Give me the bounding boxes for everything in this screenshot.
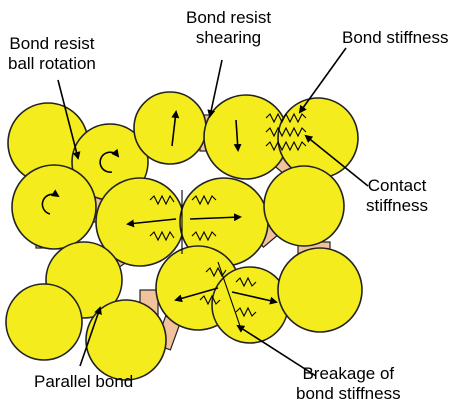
particle bbox=[203, 94, 289, 180]
zigzag-spring-icon bbox=[149, 194, 175, 206]
zigzag-spring-icon bbox=[265, 112, 307, 124]
particles bbox=[5, 91, 363, 381]
curved-arrow-icon bbox=[99, 148, 120, 173]
arrow-down-icon bbox=[233, 119, 242, 152]
motion-arrows bbox=[126, 110, 278, 305]
particle bbox=[277, 97, 359, 179]
arrow-left-icon bbox=[126, 218, 177, 228]
label-bond-resist-shearing: Bond resist shearing bbox=[186, 8, 272, 47]
callout-arrow bbox=[236, 324, 317, 377]
zigzag-spring-icon bbox=[199, 294, 221, 306]
arrow-right-icon bbox=[231, 291, 278, 305]
broken-bond-line bbox=[217, 261, 241, 327]
label-parallel-bond: Parallel bond bbox=[34, 372, 134, 391]
zigzag-spring-icon bbox=[191, 194, 217, 206]
callout-arrow bbox=[207, 59, 223, 118]
springs bbox=[149, 112, 307, 327]
particle bbox=[263, 165, 345, 247]
particle bbox=[11, 164, 97, 250]
zigzag-spring-icon bbox=[191, 230, 217, 242]
rotation-arrows bbox=[41, 148, 120, 215]
curved-arrow-icon bbox=[41, 189, 60, 215]
callout-arrow bbox=[57, 79, 81, 160]
particle bbox=[277, 247, 363, 333]
callout-arrows bbox=[57, 47, 369, 377]
arrow-left-icon bbox=[174, 287, 219, 303]
particle bbox=[85, 299, 167, 381]
callout-arrow bbox=[304, 134, 369, 187]
zigzag-spring-icon bbox=[235, 276, 257, 288]
zigzag-spring-icon bbox=[235, 306, 257, 318]
zigzag-spring-icon bbox=[265, 126, 307, 138]
label-breakage-of-bond-stiffness: Breakage of bond stiffness bbox=[296, 364, 401, 403]
arrow-up-icon bbox=[171, 110, 180, 147]
label-bond-stiffness: Bond stiffness bbox=[342, 28, 449, 47]
particle bbox=[133, 91, 207, 165]
zigzag-spring-icon bbox=[265, 140, 307, 152]
callout-arrow bbox=[298, 47, 347, 114]
label-bond-resist-ball-rotation: Bond resist ball rotation bbox=[8, 34, 96, 73]
arrow-right-icon bbox=[189, 213, 242, 222]
label-contact-stiffness: Contact stiffness bbox=[366, 176, 429, 215]
zigzag-spring-icon bbox=[149, 230, 175, 242]
particle bbox=[5, 283, 83, 361]
callout-arrow bbox=[79, 306, 102, 367]
